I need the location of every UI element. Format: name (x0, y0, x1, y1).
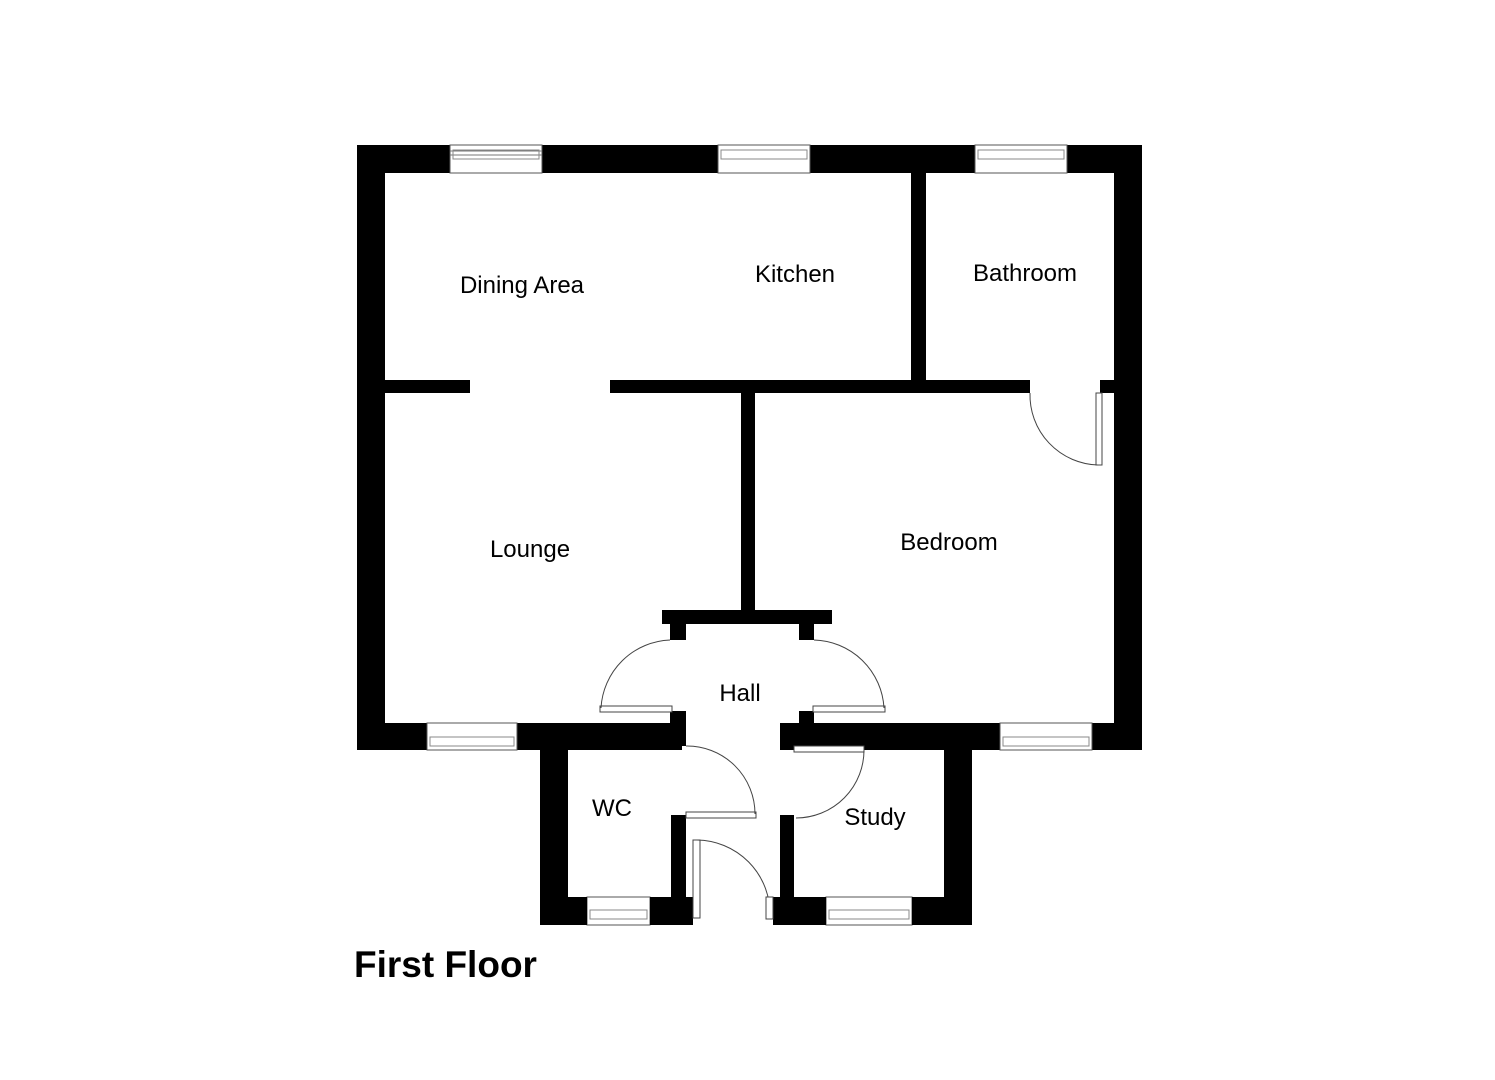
label-hall: Hall (719, 680, 760, 707)
door-wc (685, 745, 757, 819)
wall-bathroom-stub (1100, 380, 1114, 393)
window-study (825, 896, 913, 926)
wall-wc-bottom-left (540, 897, 587, 925)
label-wc: WC (592, 795, 632, 822)
label-bathroom: Bathroom (973, 260, 1077, 287)
wall-hall-top (662, 610, 832, 624)
windows (426, 144, 1093, 926)
wall-dining-lounge-left (385, 380, 470, 393)
label-study: Study (844, 804, 905, 831)
wall-right (1114, 145, 1142, 750)
wall-hall-left-lower (670, 711, 686, 746)
door-study (793, 745, 865, 819)
door-hall-bedroom (812, 639, 886, 713)
window-dining (449, 144, 543, 174)
wall-top-middle (542, 145, 718, 173)
door-entrance (692, 839, 774, 920)
wall-wc-left (540, 737, 568, 925)
window-lounge (426, 722, 518, 751)
doors (599, 392, 1103, 920)
label-kitchen: Kitchen (755, 261, 835, 288)
label-dining-area: Dining Area (460, 272, 585, 299)
label-lounge: Lounge (490, 536, 570, 563)
wall-study-bottom-right (912, 897, 972, 925)
door-hall-lounge (599, 639, 673, 713)
wall-hall-top-right-stub (799, 624, 814, 640)
window-wc (586, 896, 651, 926)
floor-title: First Floor (354, 944, 537, 985)
wall-hall-top-left-stub (670, 624, 686, 640)
wall-bottom-right (1092, 723, 1142, 750)
door-bathroom (1029, 392, 1103, 466)
room-labels: Dining Area Kitchen Bathroom Lounge Bedr… (460, 260, 1077, 831)
wall-lounge-bedroom (741, 393, 755, 611)
wall-top-right (810, 145, 975, 173)
wall-study-right (944, 737, 972, 925)
wall-wc-bottom-right (650, 897, 693, 925)
wall-kitchen-bathroom (911, 145, 926, 393)
wall-bottom-left (357, 723, 427, 750)
window-bedroom (999, 722, 1093, 751)
wall-hall-right-lower (799, 711, 814, 723)
window-bathroom (974, 144, 1068, 174)
internal-walls (385, 145, 1114, 925)
wall-mid-horizontal (610, 380, 1030, 393)
wall-left (357, 145, 385, 750)
window-kitchen (717, 144, 811, 174)
wall-study-bottom-left (773, 897, 826, 925)
wall-wc-top (540, 737, 672, 750)
label-bedroom: Bedroom (900, 529, 997, 556)
